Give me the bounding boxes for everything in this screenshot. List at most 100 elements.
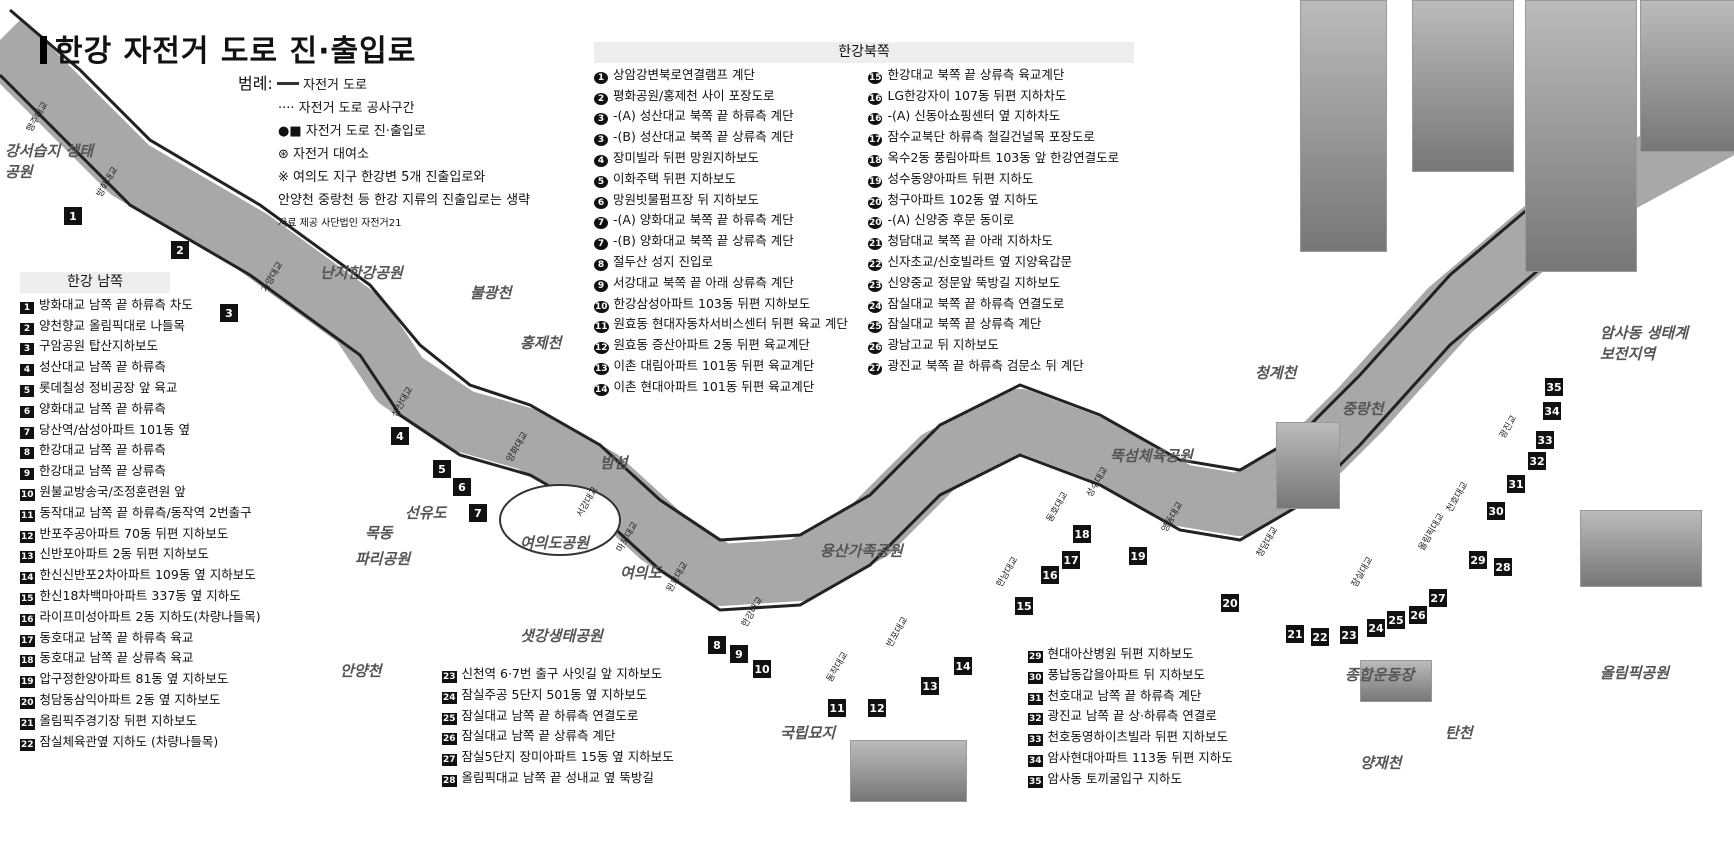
south-entry-marker[interactable]	[391, 427, 409, 445]
south-entry-marker[interactable]	[1340, 626, 1358, 644]
entry-number: 30	[1028, 671, 1043, 684]
marker-number: 21	[1287, 628, 1302, 641]
entry-text: -(A) 신양중 후문 동이로	[887, 212, 1015, 228]
marker-number: 32	[1529, 455, 1544, 468]
entry-number: 1	[594, 71, 608, 84]
place-label: 불광천	[470, 284, 512, 302]
south-entry-marker[interactable]	[1543, 402, 1561, 420]
entry-number: 21	[867, 238, 883, 251]
dotted-line-icon: ····	[278, 101, 295, 116]
entry-number: 17	[20, 634, 35, 647]
entry-number: 2	[20, 322, 34, 335]
south-entry-marker[interactable]	[1536, 431, 1554, 449]
south-entry-marker[interactable]	[1015, 597, 1033, 615]
south-entry-marker[interactable]	[433, 460, 451, 478]
entry-number: 7	[594, 217, 608, 230]
marker-number: 16	[1042, 569, 1058, 582]
entry-number: 26	[867, 342, 883, 355]
entry-text: -(A) 신동아쇼핑센터 옆 지하차도	[887, 108, 1061, 124]
south-entry-marker[interactable]	[1494, 558, 1512, 576]
entry-number: 4	[594, 154, 608, 167]
south-entry-marker[interactable]	[1528, 452, 1546, 470]
place-label: 여의도공원	[520, 534, 590, 552]
south-entry-marker[interactable]	[1221, 594, 1239, 612]
marker-number: 12	[869, 702, 884, 715]
south-entry-marker[interactable]	[1545, 378, 1563, 396]
south-entry-marker[interactable]	[1387, 611, 1405, 629]
entry-text: 장미빌라 뒤편 망원지하보도	[613, 149, 759, 165]
entry-number: 20	[20, 696, 35, 709]
north-heading: 한강북쪽	[594, 42, 1134, 63]
south-entry-marker[interactable]	[1487, 502, 1505, 520]
south-entry-marker[interactable]	[1286, 625, 1304, 643]
entry-text: 암사현대아파트 113동 뒤편 지하도	[1047, 749, 1233, 765]
entry-number: 23	[867, 279, 883, 292]
place-label: 국립묘지	[780, 724, 836, 742]
entry-text: 잠실대교 남쪽 끝 상류측 계단	[461, 728, 616, 744]
south-entry-marker[interactable]	[954, 657, 972, 675]
entry-number: 10	[20, 488, 35, 501]
south-entry-marker[interactable]	[64, 207, 82, 225]
south-entry-marker[interactable]	[469, 504, 487, 522]
entry-text: 롯데칠성 정비공장 앞 육교	[39, 379, 178, 395]
south-entry-marker[interactable]	[868, 699, 886, 717]
south-entry-marker[interactable]	[1507, 475, 1525, 493]
south-entry-marker[interactable]	[453, 478, 471, 496]
place-label: 뚝섬체육공원	[1110, 447, 1193, 465]
place-label: 파리공원	[355, 550, 411, 568]
south-entry-marker[interactable]	[1429, 589, 1447, 607]
south-entry-marker[interactable]	[1041, 566, 1059, 584]
marker-number: 26	[1410, 609, 1426, 622]
entry-text: 성수동양아파트 뒤편 지하도	[887, 170, 1034, 186]
page-title: 한강 자전거 도로 진·출입로	[40, 26, 416, 70]
south-entry-marker[interactable]	[1062, 551, 1080, 569]
entry-number: 3	[20, 343, 34, 356]
entry-text: 잠실대교 북쪽 끝 상류측 계단	[887, 316, 1042, 332]
south-entry-marker[interactable]	[1409, 606, 1427, 624]
yeouido-island	[499, 484, 621, 556]
south-entry-marker[interactable]	[1311, 628, 1329, 646]
list-item: 7-(B) 양화대교 북쪽 끝 상류측 계단	[594, 231, 848, 252]
stadium-photo	[1360, 660, 1432, 702]
bike-rental-icon: ⊛	[278, 147, 289, 162]
south-entry-marker[interactable]	[220, 304, 238, 322]
marker-number: 33	[1537, 434, 1552, 447]
cemetery-photo	[850, 740, 967, 802]
south-entry-marker[interactable]	[1469, 551, 1487, 569]
entry-number: 6	[20, 405, 34, 418]
entry-text: 신천역 6·7번 출구 사잇길 앞 지하보도	[461, 666, 663, 681]
place-label: 안양천	[340, 662, 382, 680]
entry-number: 16	[867, 92, 883, 105]
south-entry-marker[interactable]	[1129, 547, 1147, 565]
entry-text: 옥수2동 풍림아파트 103동 앞 한강연결도로	[887, 149, 1120, 165]
south-entry-marker[interactable]	[1367, 619, 1385, 637]
south-entry-marker[interactable]	[921, 677, 939, 695]
marker-number: 6	[458, 481, 466, 494]
list-item: 3-(B) 성산대교 북쪽 끝 상류측 계단	[594, 127, 848, 148]
place-label: 난지한강공원	[320, 264, 403, 282]
south-entry-marker[interactable]	[171, 241, 189, 259]
south-entry-marker[interactable]	[730, 645, 748, 663]
legend-note: ※ 여의도 지구 한강변 5개 진출입로와	[278, 170, 486, 185]
marker-number: 35	[1546, 381, 1561, 394]
south-entry-marker[interactable]	[828, 699, 846, 717]
entry-number: 22	[20, 738, 35, 751]
south-entry-marker[interactable]	[708, 636, 726, 654]
south-entry-marker[interactable]	[753, 660, 771, 678]
south-entry-marker[interactable]	[1073, 525, 1091, 543]
